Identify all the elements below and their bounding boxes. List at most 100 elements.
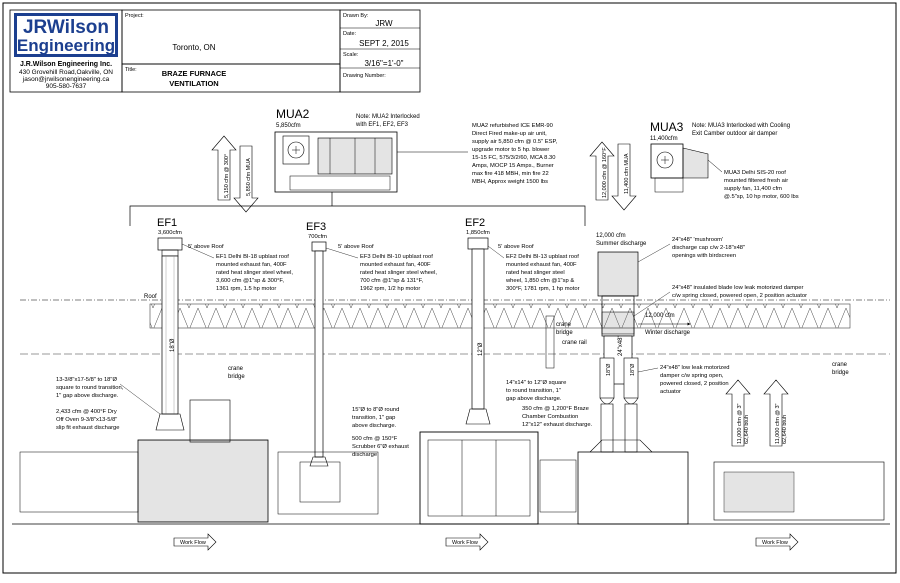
mua3-note-2: Exit Camber outdoor air damper	[692, 131, 777, 137]
work-flow-arrows: Work Flow Work Flow Work Flow	[173, 533, 799, 551]
ef1-fan: EF1 3,600cfm 5' above Roof 18"Ø EF1 Delh…	[155, 217, 293, 431]
ef3-duct	[314, 250, 324, 458]
ef1-duct-size: 18"Ø	[170, 338, 176, 352]
drawing-number-label: Drawing Number:	[343, 73, 386, 79]
ef3-desc-2: mounted exhaust fan, 400F	[360, 262, 431, 268]
mua3-down-arrow	[611, 143, 637, 211]
floor-equipment	[19, 399, 885, 525]
mua2-note-2: with EF1, EF2, EF3	[355, 122, 409, 128]
mua3-discharge-tower: 24"x48" 18"Ø 18"Ø 12,000 cfm Summer disc…	[596, 233, 807, 453]
ef2-desc-4: wheel, 1,850 cfm @1"sp &	[505, 278, 574, 284]
mua2-desc-7: max fire 418 MBH, min fire 22	[472, 171, 549, 177]
title-line1: BRAZE FURNACE	[162, 69, 227, 78]
ef1-desc-5: 1361 rpm, 1.5 hp motor	[216, 286, 276, 292]
mua2-cfm: 5,850cfm	[276, 123, 301, 129]
mua2-desc-1: MUA2 refurbished ICE EMR-90	[472, 123, 553, 129]
right-airflow-arrows: 11,000 cfm @ 3" 62,640 btuh 11,000 cfm @…	[725, 379, 789, 447]
ef1-desc-4: 3,600 cfm @1"sp & 300°F,	[216, 278, 284, 284]
damper-note-2: damper c/w spring open,	[660, 373, 724, 379]
braze-furnace	[419, 431, 539, 525]
cooling-chamber	[577, 451, 689, 525]
insulated-note-2: c/w spring closed, powered open, 2 posit…	[672, 293, 807, 299]
dry-oven-note-1: 2,433 cfm @ 400°F Dry	[56, 409, 117, 415]
ef3-above-roof: 5' above Roof	[338, 244, 374, 250]
interlock-bracket	[129, 205, 586, 226]
drawn-by-value: JRW	[375, 19, 393, 28]
ef3-name: EF3	[306, 221, 326, 233]
damper-note-1: 24"x48" low leak motorized	[660, 365, 730, 371]
crane-bridge-left-2: bridge	[228, 374, 245, 380]
ef2-name: EF2	[465, 217, 485, 229]
scale-label: Scale:	[343, 52, 359, 58]
ef2-desc-5: 300°F, 1781 rpm, 1 hp motor	[506, 286, 580, 292]
transition-note-3: 1" gap above discharge.	[56, 393, 119, 399]
roof-label: Roof	[144, 294, 157, 300]
ef3-desc-1: EF3 Delhi BI-10 upblast roof	[360, 254, 433, 260]
summer-cfm: 12,000 cfm	[596, 233, 626, 239]
mua2-desc-3: supply air 5,850 cfm @ 0.5" ESP,	[472, 139, 558, 145]
dry-oven-note-3: slip fit exhaust discharge	[56, 425, 119, 431]
mua2-name: MUA2	[276, 107, 310, 121]
insulated-damper	[601, 311, 635, 335]
date-label: Date:	[343, 31, 357, 37]
ef1-desc-2: mounted exhaust fan, 400F	[216, 262, 287, 268]
ef1-duct	[161, 255, 179, 415]
ef2-transition-2: to round transition, 1"	[506, 388, 561, 394]
mushroom-cap	[597, 251, 639, 297]
mua2-desc-8: MBH, Approx weight 1500 lbs	[472, 179, 548, 185]
ef2-transition-3: gap above discharge.	[506, 396, 562, 402]
title-block: JRWilson Engineering J.R.Wilson Engineer…	[9, 9, 421, 93]
mua3-up-arrow	[589, 141, 615, 201]
ef1-name: EF1	[157, 217, 177, 229]
mua3-desc-3: supply fan, 11,400 cfm	[724, 186, 782, 192]
mua3-name: MUA3	[650, 120, 684, 134]
company-email: jason@jrwilsonengineering.ca	[22, 76, 110, 83]
ef2-transition-1: 14"x14" to 12"Ø square	[506, 380, 566, 386]
ef1-desc-3: rated heat slinger steel wheel,	[216, 270, 293, 276]
mua3-desc-1: MUA3 Delhi SIS-20 roof	[724, 170, 786, 176]
scale-value: 3/16"=1'-0"	[364, 59, 403, 68]
project-value: Toronto, ON	[172, 43, 215, 52]
ef1-cfm: 3,600cfm	[158, 230, 182, 236]
mua2-arrow-label-2: 5,850 cfm MUA	[246, 158, 252, 196]
right-arrow2-label-1: 11,000 cfm @ 3"	[775, 404, 781, 445]
ef3-desc-5: 1962 rpm, 1/2 hp motor	[360, 286, 420, 292]
ef2-fan: EF2 1,850cfm 5' above Roof 12"Ø EF2 Delh…	[465, 217, 593, 428]
ef3-transition-3: above discharge.	[352, 423, 397, 429]
date-value: SEPT 2, 2015	[359, 39, 409, 48]
ef2-cfm: 1,850cfm	[466, 230, 490, 236]
mua2-desc-4: upgrade motor to 5 hp. blower	[472, 147, 549, 153]
right-arrow1-label-1: 11,000 cfm @ 3"	[737, 404, 743, 445]
crane-bridge-right-1: crane	[832, 362, 848, 368]
drawn-by-label: Drawn By:	[343, 13, 369, 19]
mua2-desc-6: Amps, MOCP 15 Amps., Burner	[472, 163, 554, 169]
ef2-desc-2: mounted exhaust fan, 400F	[506, 262, 577, 268]
company-address: 430 Grovehill Road,Oakville, ON	[19, 69, 113, 76]
mushroom-note-1: 24"x48" 'mushroom'	[672, 237, 723, 243]
mua2-up-arrow	[211, 135, 237, 201]
duct-18a-label: 18"Ø	[606, 363, 612, 376]
roof-truss	[149, 303, 851, 329]
ef2-desc-1: EF2 Delhi BI-13 upblast roof	[506, 254, 579, 260]
mua3-arrow-label-1: 12,000 cfm @ 160°F	[602, 147, 608, 198]
winter-label: Winter discharge	[645, 330, 691, 336]
ef1-desc-1: EF1 Delhi BI-18 upblast roof	[216, 254, 289, 260]
mua2-arrow-label-1: 5,150 cfm @ 300°	[224, 154, 230, 198]
mua3-desc-4: @.5"sp, 10 hp motor, 600 lbs	[724, 194, 799, 200]
crane-bridge-mid-2: bridge	[556, 330, 573, 336]
mua2-casing	[274, 131, 398, 193]
summer-label: Summer discharge	[596, 241, 647, 247]
ef3-desc-4: 700 cfm @1"sp & 131°F,	[360, 278, 423, 284]
damper-note-3: powered closed, 2 position	[660, 381, 729, 387]
left-conveyor	[19, 451, 139, 513]
logo-line1: JRWilson	[23, 17, 109, 38]
duct-24x48-label: 24"x48"	[618, 335, 624, 356]
mua2-blower-icon	[287, 141, 305, 159]
crane-bridge-right-2: bridge	[832, 370, 849, 376]
mua3-cfm: 11,400cfm	[650, 136, 678, 142]
duct-18b-label: 18"Ø	[630, 363, 636, 376]
ef3-scrubber-2: Scrubber 6"Ø exhaust	[352, 444, 409, 450]
ef2-combustion-2: Chamber Combustion	[522, 414, 578, 420]
mua2-desc-2: Direct Fired make-up air unit,	[472, 131, 547, 137]
